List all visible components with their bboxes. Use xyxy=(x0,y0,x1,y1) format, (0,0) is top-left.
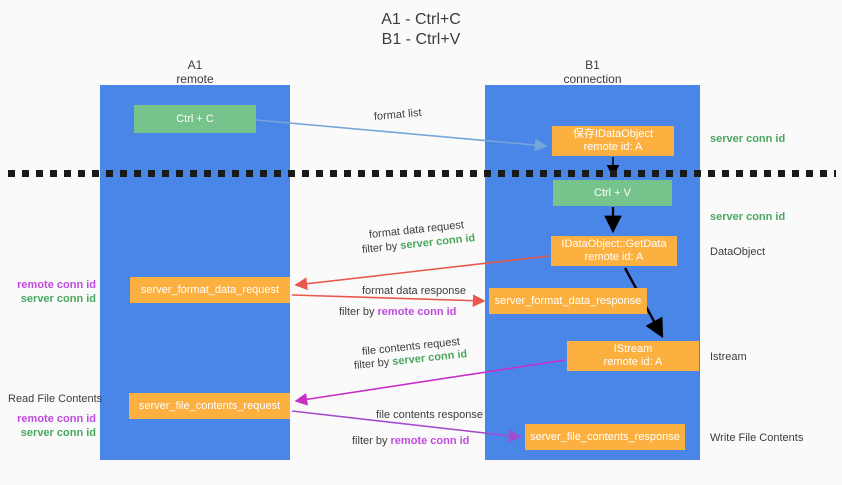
filter-by-text-3: filter by xyxy=(353,356,390,372)
box-ctrl-v[interactable]: Ctrl + V xyxy=(553,180,672,206)
note-conn-id-stack-upper: remote conn id server conn id xyxy=(0,278,96,306)
box-ctrl-c-label: Ctrl + C xyxy=(176,112,214,125)
box-istream[interactable]: IStream remote id: A xyxy=(567,341,699,371)
note-istream: Istream xyxy=(710,351,747,363)
note-remote-conn-id-lower: remote conn id xyxy=(17,413,96,425)
column-header-b1: B1 connection xyxy=(485,58,700,86)
box-server-format-data-response[interactable]: server_format_data_response xyxy=(489,288,647,314)
box-server-format-data-response-label: server_format_data_response xyxy=(494,294,642,307)
column-b1-name: B1 xyxy=(585,58,600,72)
title-line-2: B1 - Ctrl+V xyxy=(381,31,461,48)
clipboard-boundary-divider xyxy=(8,170,836,177)
label-format-list: format list xyxy=(373,106,423,123)
note-server-conn-id-lower: server conn id xyxy=(20,427,96,439)
column-header-a1: A1 remote xyxy=(100,58,290,86)
label-file-contents-response-filter: filter by remote conn id xyxy=(352,434,469,448)
box-getdata-subtitle: remote id: A xyxy=(584,251,644,263)
note-write-file-contents: Write File Contents xyxy=(710,432,804,444)
box-server-file-contents-response[interactable]: server_file_contents_response xyxy=(525,424,685,450)
title-line-1: A1 - Ctrl+C xyxy=(381,11,461,28)
note-conn-id-stack-lower: remote conn id server conn id xyxy=(0,412,96,440)
label-file-contents-response: file contents response xyxy=(376,409,484,421)
filter-by-text-1: filter by xyxy=(361,240,398,256)
column-a1-name: A1 xyxy=(187,58,203,72)
box-istream-subtitle: remote id: A xyxy=(603,356,663,368)
note-read-file-contents: Read File Contents xyxy=(8,393,103,405)
page-title: A1 - Ctrl+C B1 - Ctrl+V xyxy=(0,10,842,50)
box-server-file-contents-response-label: server_file_contents_response xyxy=(530,430,680,443)
box-server-file-contents-request[interactable]: server_file_contents_request xyxy=(129,393,290,419)
note-server-conn-id-mid: server conn id xyxy=(710,211,786,223)
column-b1-role: connection xyxy=(563,72,622,86)
filter-by-text-2: filter by xyxy=(339,306,375,318)
filter-remote-conn-id-1: remote conn id xyxy=(377,306,457,318)
box-idataobject-getdata[interactable]: IDataObject::GetData remote id: A xyxy=(551,236,677,266)
box-save-idataobject-subtitle: remote id: A xyxy=(583,141,643,153)
box-save-idataobject-title: 保存IDataObject xyxy=(572,128,654,140)
filter-by-text-4: filter by xyxy=(352,435,388,447)
box-getdata-title: IDataObject::GetData xyxy=(561,238,667,250)
filter-remote-conn-id-2: remote conn id xyxy=(390,435,470,447)
box-ctrl-c[interactable]: Ctrl + C xyxy=(134,105,256,133)
note-dataobject: DataObject xyxy=(710,246,766,258)
note-server-conn-id-upper: server conn id xyxy=(20,293,96,305)
box-save-idataobject[interactable]: 保存IDataObject remote id: A xyxy=(552,126,674,156)
column-a1-role: remote xyxy=(176,72,214,86)
label-format-data-response: format data response xyxy=(362,285,466,297)
box-istream-title: IStream xyxy=(613,343,653,355)
box-server-format-data-request[interactable]: server_format_data_request xyxy=(130,277,290,303)
box-ctrl-v-label: Ctrl + V xyxy=(594,186,631,199)
box-server-file-contents-request-label: server_file_contents_request xyxy=(138,399,281,412)
note-server-conn-id-top: server conn id xyxy=(710,133,786,145)
note-remote-conn-id-upper: remote conn id xyxy=(17,279,96,291)
box-server-format-data-request-label: server_format_data_request xyxy=(140,283,280,296)
label-format-data-response-filter: filter by remote conn id xyxy=(339,305,456,319)
